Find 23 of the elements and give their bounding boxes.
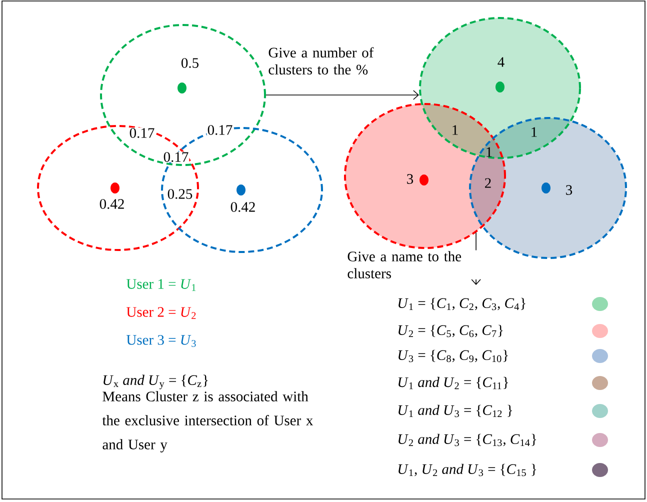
region-value: 0.17 xyxy=(162,152,190,162)
edge-label: Give a number of clusters to the % xyxy=(268,47,374,75)
region-value: 0.17 xyxy=(128,128,156,138)
legend-text: U$_{1}$ = {C$_{1}$, C$_{2}$, C$_{3}$, C$_{4}$} xyxy=(398,298,526,310)
user-label: User 2 = U$_{2}$ xyxy=(126,307,196,319)
legend-text: U$_{2}$ = {C$_{5}$, C$_{6}$, C$_{7}$} xyxy=(398,324,503,338)
region-value: 2 xyxy=(485,178,491,188)
legend-text: U$_{1}$ and U$_{2}$ = {C$_{11}$} xyxy=(398,376,508,390)
region-value: 1 xyxy=(486,147,492,157)
user-label: User 1 = U$_{1}$ xyxy=(126,279,196,291)
legend-text: U$_{3}$ = {C$_{8}$, C$_{9}$, C$_{10}$} xyxy=(398,350,508,362)
region-value: 0.17 xyxy=(206,124,234,136)
region-value: 1 xyxy=(452,125,458,135)
legend-text: U$_{1}$, U$_{2}$ and U$_{3}$ = {C$_{15}$ } xyxy=(398,464,536,476)
note-text: Means Cluster z is associated with the exclusive intersection of User x and User y xyxy=(102,391,314,452)
notation-formula: U$_{x}$ and U$_{y}$ = {C$_{z}$} xyxy=(104,374,208,390)
arrow xyxy=(266,90,419,100)
legend-text: U$_{2}$ and U$_{3}$ = {C$_{13}$, C$_{14}$} xyxy=(398,434,536,446)
user-label: User 3 = U$_{3}$ xyxy=(126,335,196,347)
region-value: 1 xyxy=(532,127,537,137)
legend-text: U$_{1}$ and U$_{3}$ = {C$_{12}$ } xyxy=(398,404,512,418)
region-value: 0.25 xyxy=(166,188,194,200)
edge-label: Give a name to the clusters xyxy=(348,251,462,278)
